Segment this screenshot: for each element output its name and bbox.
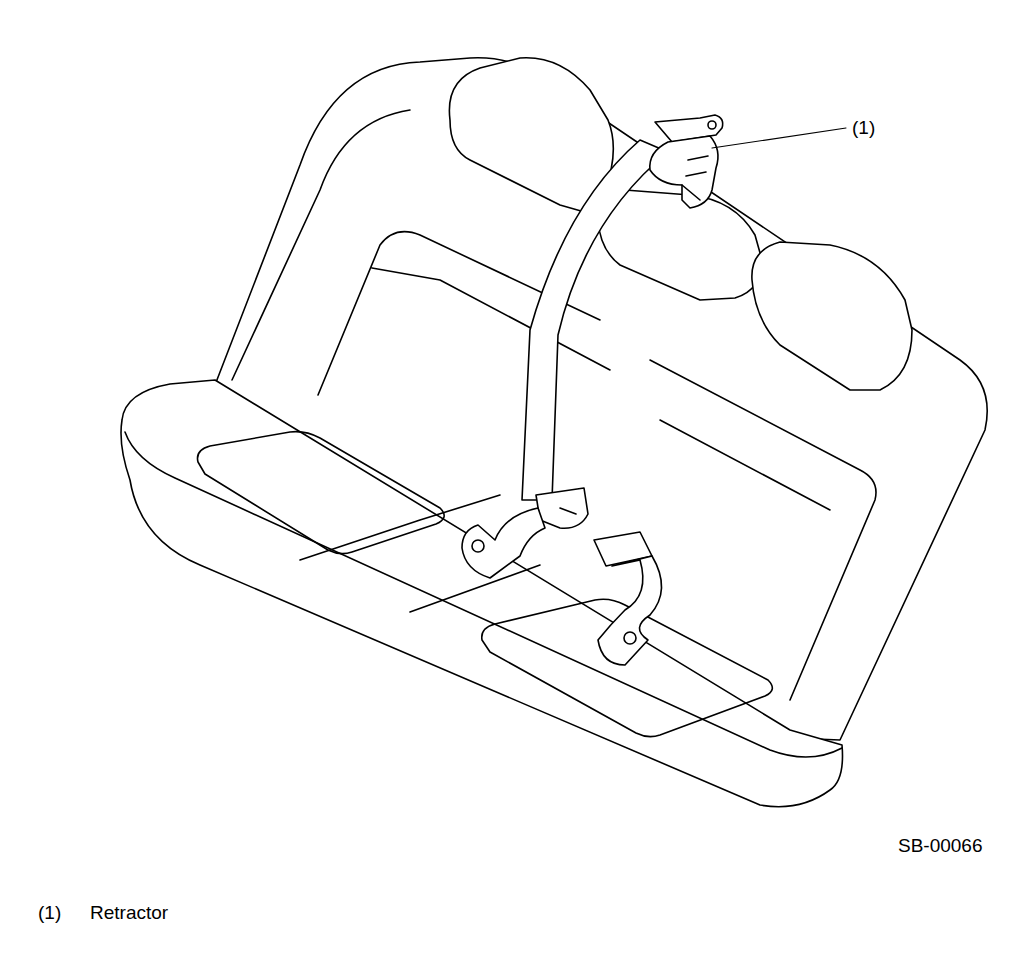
headrest (449, 58, 613, 215)
seat-belt-webbing (522, 140, 668, 500)
seat-cushion (121, 380, 843, 807)
figure-code: SB-00066 (898, 836, 983, 855)
buckle-strap (598, 556, 662, 665)
leader-line (712, 128, 846, 148)
part-name: Retractor (90, 903, 168, 922)
headrest (598, 190, 762, 300)
cushion-edge (125, 432, 842, 757)
callout-number: (1) (852, 118, 875, 137)
cushion-pad (198, 432, 445, 554)
anchor-hole (624, 632, 636, 644)
belt-tongue-slot (560, 508, 576, 514)
callout-number: (1) (38, 903, 61, 922)
anchor-hole (472, 540, 484, 552)
seatback (215, 58, 987, 740)
retractor-detail (682, 156, 708, 200)
retractor (650, 136, 718, 208)
headrest (752, 242, 912, 390)
retractor-hole (708, 121, 716, 129)
belt-anchor (462, 508, 545, 578)
seatback-seam (232, 110, 410, 380)
